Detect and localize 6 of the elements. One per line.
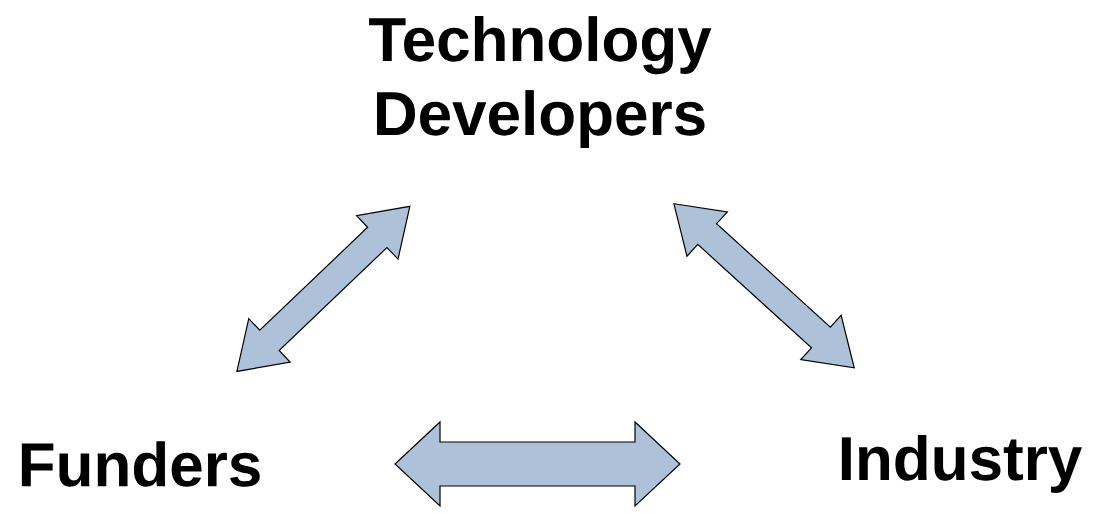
- label-text: Industry: [841, 435, 1082, 493]
- double-arrow: [394, 420, 681, 508]
- double-arrow: [673, 203, 856, 369]
- label-text: Technology Developers: [369, 16, 712, 148]
- double-arrow: [236, 205, 411, 373]
- label-text: Funders: [21, 441, 260, 487]
